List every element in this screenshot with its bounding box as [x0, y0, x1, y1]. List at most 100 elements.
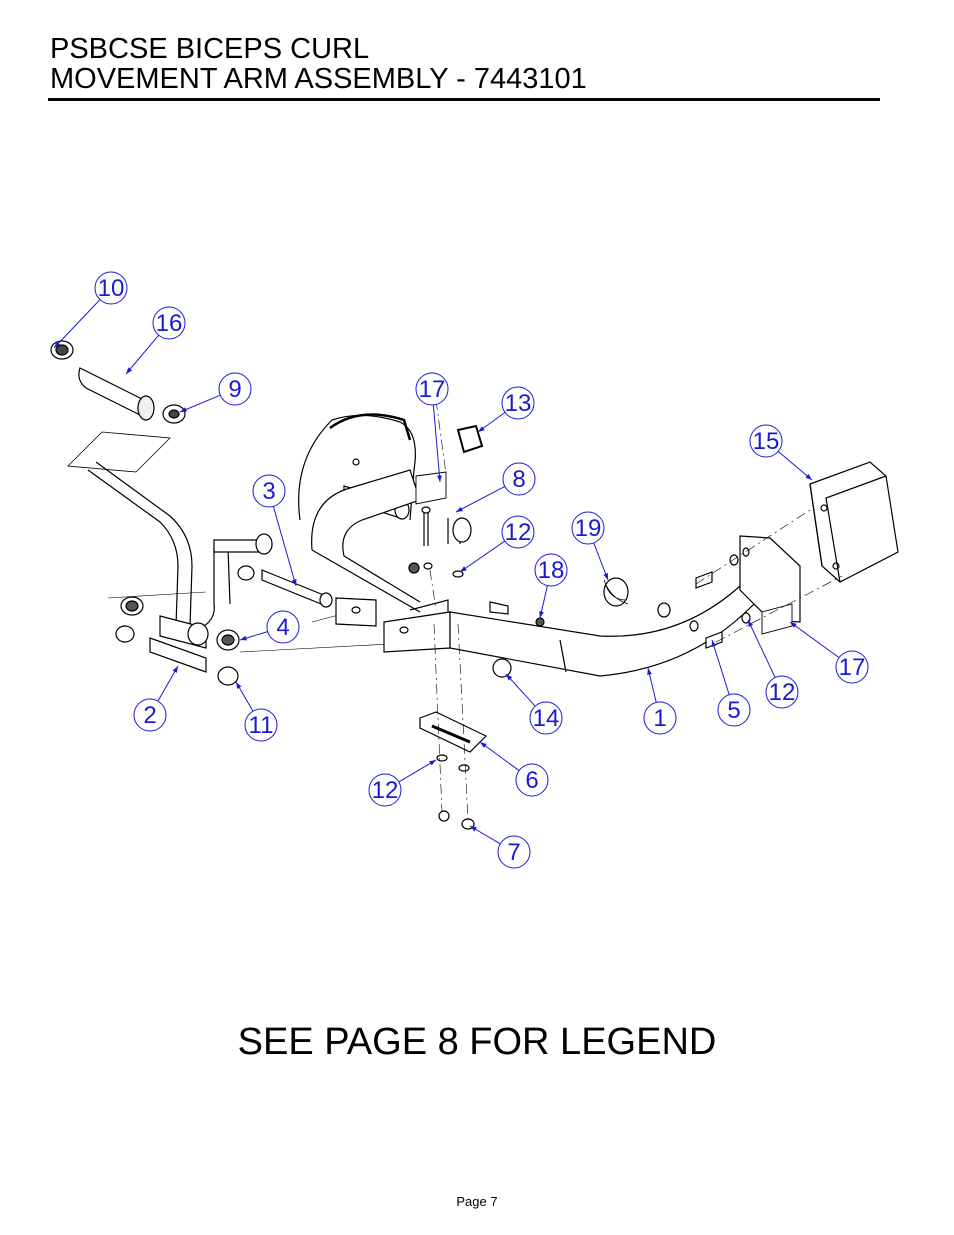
roller-collar-part — [50, 340, 74, 360]
callout-leader-line — [505, 673, 536, 707]
callout-leader-line — [272, 506, 297, 587]
callout-balloon — [266, 610, 300, 644]
callout-arrowhead — [180, 407, 187, 412]
callout-leader-line — [157, 665, 179, 702]
callout-5: 5 — [711, 639, 751, 727]
callout-number: 17 — [839, 654, 866, 681]
callout-1: 1 — [643, 667, 677, 735]
callout-number: 3 — [262, 478, 275, 505]
callout-4: 4 — [239, 610, 300, 644]
callout-balloon — [765, 675, 799, 709]
part-drawings — [50, 340, 899, 830]
callout-number: 14 — [533, 705, 560, 732]
callout-arrowhead — [236, 682, 242, 689]
callout-balloon — [835, 650, 869, 684]
callout-arrowhead — [506, 674, 513, 681]
callout-number: 2 — [143, 702, 156, 729]
callout-balloon — [133, 698, 167, 732]
callout-leader-line — [711, 639, 730, 695]
callout-number: 18 — [538, 557, 565, 584]
callout-balloon — [218, 372, 252, 406]
callout-arrowhead — [54, 341, 61, 348]
callout-12: 12 — [459, 515, 535, 573]
left-pivot-parts — [115, 565, 333, 686]
foam-pad-outline — [67, 431, 171, 473]
callout-leader-line — [125, 334, 160, 375]
callout-arrowhead — [291, 579, 297, 586]
callout-balloon — [152, 306, 186, 340]
callout-leader-line — [432, 404, 441, 483]
center-lines — [429, 399, 843, 821]
callout-number: 17 — [419, 376, 446, 403]
arm-handle-part — [87, 461, 273, 627]
callout-arrowhead — [480, 742, 487, 748]
callout-arrowhead — [805, 473, 812, 480]
callout-balloon — [415, 372, 449, 406]
callout-number: 13 — [505, 390, 532, 417]
callout-leader-line — [479, 741, 520, 771]
callout-leader-line — [747, 619, 776, 678]
end-cap-part — [809, 461, 899, 583]
callout-17: 17 — [789, 621, 869, 684]
callout-arrowhead — [460, 566, 467, 572]
page-title: PSBCSE BICEPS CURL — [50, 33, 370, 65]
callout-arrowhead — [456, 506, 463, 512]
title-underline — [48, 98, 880, 101]
bottom-bracket-part — [419, 658, 512, 830]
callout-number: 11 — [249, 712, 274, 739]
callout-balloon — [749, 424, 783, 458]
callout-balloon — [244, 708, 278, 742]
callout-leader-line — [593, 542, 609, 581]
callout-arrowhead — [647, 668, 652, 675]
callout-3: 3 — [252, 474, 297, 587]
callout-number: 12 — [769, 679, 796, 706]
callout-balloon — [94, 271, 128, 305]
callout-11: 11 — [235, 681, 278, 742]
callout-arrowhead — [437, 475, 442, 482]
callout-number: 10 — [98, 275, 125, 302]
callout-19: 19 — [571, 511, 609, 581]
callout-number: 8 — [512, 466, 525, 493]
callout-number: 1 — [653, 705, 666, 732]
callout-arrowhead — [240, 635, 247, 641]
callout-arrowhead — [478, 426, 485, 432]
callout-number: 4 — [276, 614, 289, 641]
callout-arrowhead — [126, 367, 133, 374]
callout-arrowhead — [603, 573, 608, 580]
callout-balloon — [717, 693, 751, 727]
callout-number: 5 — [727, 697, 740, 724]
callout-16: 16 — [125, 306, 186, 375]
callout-leader-line — [459, 540, 506, 573]
callout-7: 7 — [469, 825, 531, 869]
right-hardware-parts — [695, 547, 793, 649]
callout-arrowhead — [429, 760, 436, 766]
callout-balloon — [529, 701, 563, 735]
callout-arrowhead — [470, 826, 477, 832]
callout-12: 12 — [747, 619, 799, 709]
callout-number: 15 — [753, 428, 780, 455]
callout-number: 9 — [228, 376, 241, 403]
callout-balloon — [534, 553, 568, 587]
callout-balloon — [502, 462, 536, 496]
callout-arrowhead — [711, 640, 717, 647]
callout-balloon — [501, 386, 535, 420]
callout-15: 15 — [749, 424, 813, 481]
legend-note: SEE PAGE 8 FOR LEGEND — [237, 1021, 717, 1063]
callout-number: 16 — [156, 310, 183, 337]
callout-number: 19 — [575, 515, 602, 542]
callout-number: 7 — [507, 839, 520, 866]
center-hardware-parts — [408, 424, 671, 627]
callout-leader-line — [179, 394, 221, 413]
callout-balloon — [515, 763, 549, 797]
callout-arrowhead — [748, 620, 753, 627]
callout-leader-line — [398, 759, 437, 783]
callout-14: 14 — [505, 673, 563, 735]
callout-10: 10 — [53, 271, 128, 349]
callout-leader-line — [53, 299, 101, 349]
page-number: Page 7 — [456, 1194, 498, 1209]
callout-balloon — [368, 773, 402, 807]
assembly-title: MOVEMENT ARM ASSEMBLY - 7443101 — [50, 63, 587, 95]
callout-leader-line — [455, 485, 506, 513]
